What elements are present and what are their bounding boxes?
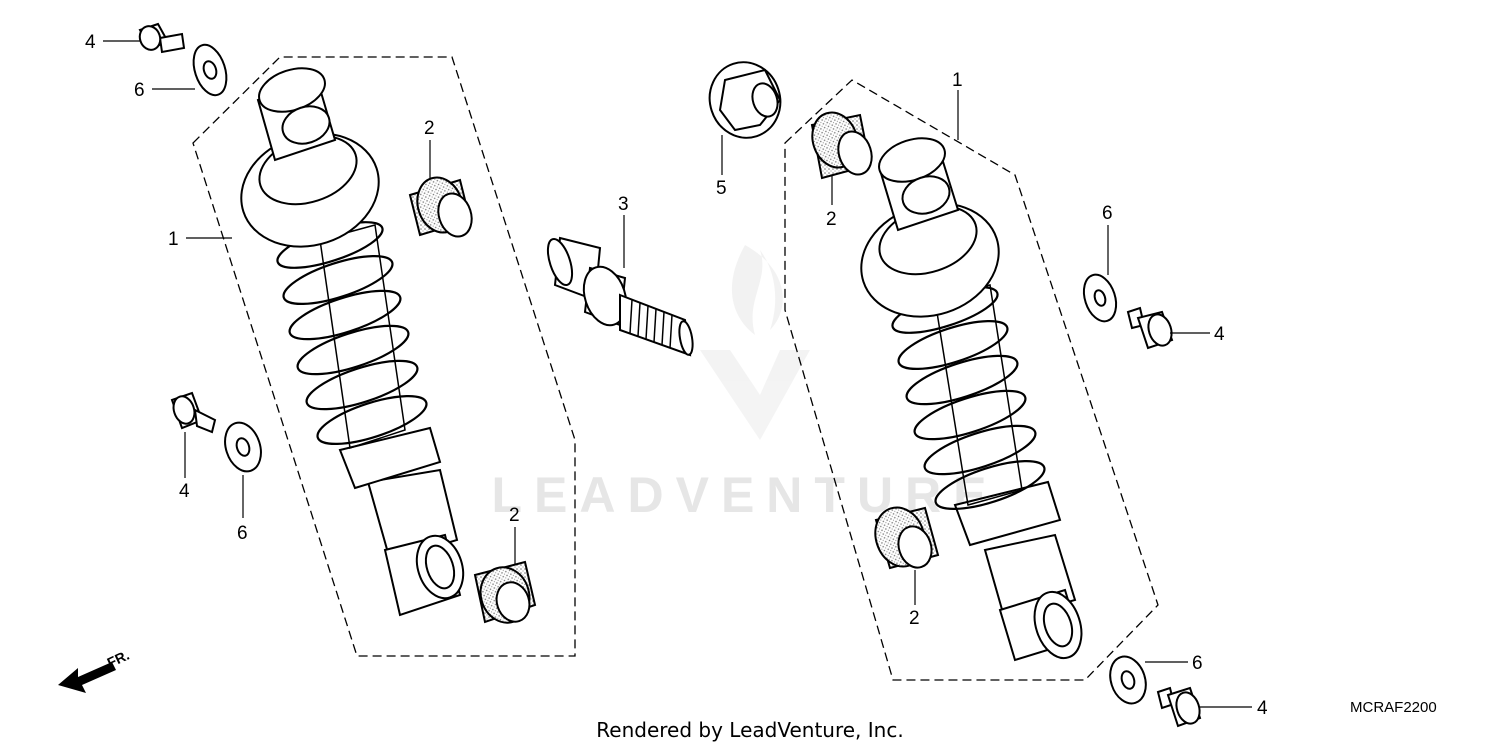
callout-washer-mid-right: 6: [1102, 203, 1113, 224]
washer-mid-right: [1082, 273, 1118, 323]
callout-washer-mid-left: 6: [237, 523, 248, 544]
callout-stud-bolt: 3: [618, 194, 629, 215]
callout-left-cushion: 1: [168, 229, 179, 250]
washer-mid-left: [224, 421, 262, 473]
callout-bush-right-upper: 2: [826, 209, 837, 230]
bush-left-lower: [473, 560, 537, 624]
callout-bush-right-lower: 2: [909, 608, 920, 629]
stud-bolt: [546, 236, 694, 357]
right-assembly-outline: [784, 79, 1159, 681]
rear-cushion-left: [240, 67, 465, 617]
callout-washer-top-left: 6: [134, 80, 145, 101]
callout-right-cushion: 1: [952, 70, 963, 91]
front-arrow-label: FR.: [105, 647, 132, 671]
bush-left-upper: [408, 176, 473, 238]
bolt-top-left: [138, 22, 186, 54]
flange-nut: [708, 61, 782, 139]
washer-bottom-right: [1109, 655, 1147, 705]
bush-right-lower: [874, 506, 940, 570]
callout-bolt-top-left: 4: [85, 32, 96, 53]
leader-lines: [103, 40, 1252, 708]
rear-cushion-right: [860, 137, 1083, 662]
callout-bolt-bottom-right: 4: [1257, 698, 1268, 719]
bolt-bottom-right: [1156, 686, 1202, 728]
footer-credit: Rendered by LeadVenture, Inc.: [596, 718, 903, 742]
bolt-mid-left: [170, 391, 217, 434]
front-arrow-icon: [58, 662, 116, 693]
bush-right-upper: [810, 111, 873, 180]
callout-bolt-mid-right: 4: [1214, 324, 1225, 345]
callout-washer-bottom-right: 6: [1192, 653, 1203, 674]
washer-top-left: [192, 43, 228, 97]
callout-bolt-mid-left: 4: [179, 481, 190, 502]
callout-flange-nut: 5: [716, 178, 727, 199]
bolt-mid-right: [1126, 306, 1174, 350]
diagram-code: MCRAF2200: [1350, 699, 1437, 716]
callout-bush-left-lower: 2: [509, 505, 520, 526]
callout-bush-left-upper: 2: [424, 118, 435, 139]
watermark-logo: [700, 245, 810, 440]
